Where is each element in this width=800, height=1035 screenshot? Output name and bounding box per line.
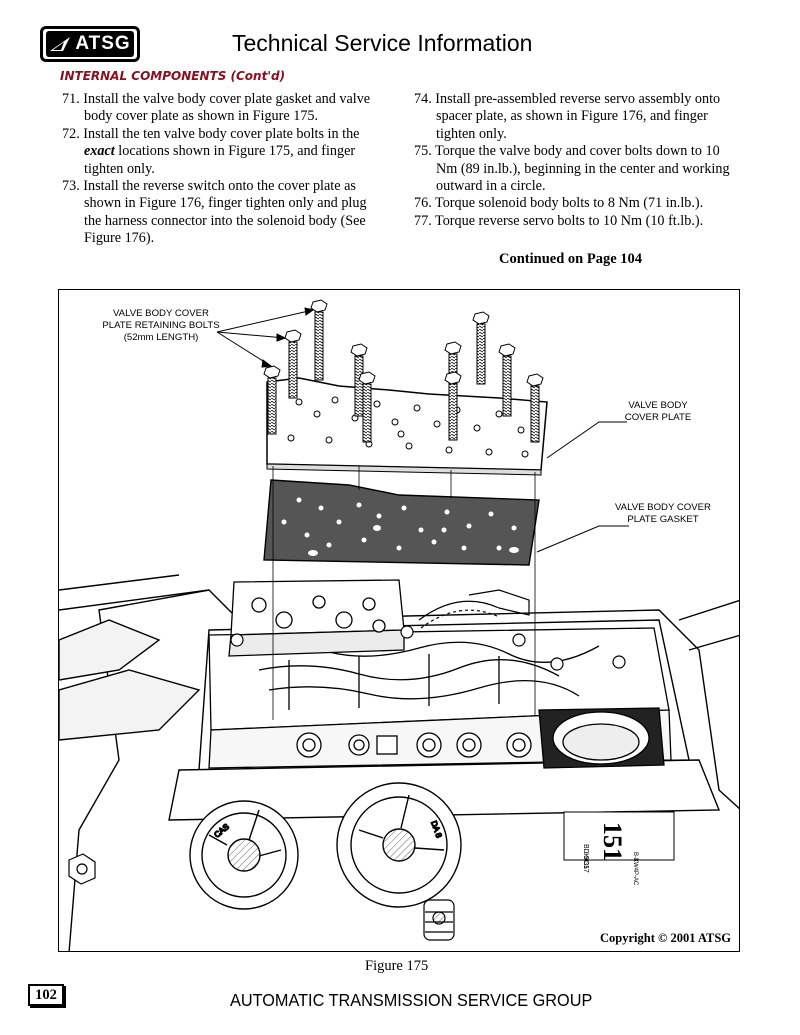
gasket-label: VALVE BODY COVER PLATE GASKET [615, 502, 711, 525]
bolt-7 [444, 371, 462, 441]
logo-badge: ATSG [46, 31, 134, 57]
leader-lines [216, 307, 629, 553]
figure-175-frame: CAS DA 8 151 BD-9C17 00435 B-8 XW4P-AC [58, 289, 740, 952]
cover-plate [266, 377, 548, 476]
bolt-2 [284, 329, 302, 399]
step-75: 75. Torque the valve body and cover bolt… [414, 143, 730, 195]
step-72: 72. Install the ten valve body cover pla… [62, 125, 360, 177]
servo-bore [538, 707, 665, 769]
gear-segment [418, 589, 530, 629]
continued-note: Continued on Page 104 [499, 251, 643, 267]
step-74: 74. Install pre-assembled reverse servo … [414, 91, 721, 142]
atsg-logo: ATSG [40, 26, 140, 62]
bolt-10 [526, 373, 544, 443]
retaining-bolts [263, 299, 544, 443]
page-number: 102 [28, 984, 64, 1006]
step-73: 73. Install the reverse switch onto the … [62, 178, 367, 247]
step-77: 77. Torque reverse servo bolts to 10 Nm … [414, 212, 704, 229]
emphasis-exact: exact [84, 143, 115, 160]
bolt-8 [472, 311, 490, 385]
exploded-view-illustration: CAS DA 8 151 BD-9C17 00435 B-8 XW4P-AC [59, 299, 739, 951]
stamp-line-3: B-8 [632, 852, 638, 862]
accumulator-seals: CAS DA 8 [189, 782, 462, 910]
bolt-9 [498, 343, 516, 417]
steps-left-column: 71. Install the valve body cover plate g… [62, 91, 382, 248]
bolt-3 [310, 299, 328, 381]
figure-caption: Figure 175 [365, 958, 429, 974]
bolt-1 [263, 365, 281, 435]
logo-text: ATSG [75, 33, 131, 54]
bolt-4 [350, 343, 368, 417]
step-76: 76. Torque solenoid body bolts to 8 Nm (… [414, 195, 704, 212]
logo-mark-icon [50, 37, 71, 51]
cover-plate-label: VALVE BODY COVER PLATE [624, 400, 692, 423]
valve-body-bolt-heads [230, 625, 626, 671]
bolts-label: VALVE BODY COVER PLATE RETAINING BOLTS (… [102, 308, 220, 343]
copyright: Copyright © 2001 ATSG [600, 931, 731, 945]
section-heading: INTERNAL COMPONENTS (Cont'd) [60, 69, 286, 83]
case-fasteners [68, 853, 455, 941]
footer-org: AUTOMATIC TRANSMISSION SERVICE GROUP [230, 990, 593, 1010]
page-title: Technical Service Information [232, 30, 533, 56]
alignment-lines [272, 466, 536, 720]
stamp-line-1: BD-9C17 [582, 844, 589, 873]
stamp-line-4: XW4P-AC [632, 858, 638, 886]
stamp-line-2: 00435 [582, 852, 588, 869]
gasket [263, 479, 540, 566]
step-71: 71. Install the valve body cover plate g… [62, 91, 371, 125]
solenoid-body [228, 579, 405, 657]
identification-stamp: 151 BD-9C17 00435 B-8 XW4P-AC [563, 811, 675, 886]
stamp-number: 151 [598, 822, 627, 861]
bolt-5 [358, 371, 376, 443]
steps-right-column: 74. Install pre-assembled reverse servo … [414, 91, 734, 230]
